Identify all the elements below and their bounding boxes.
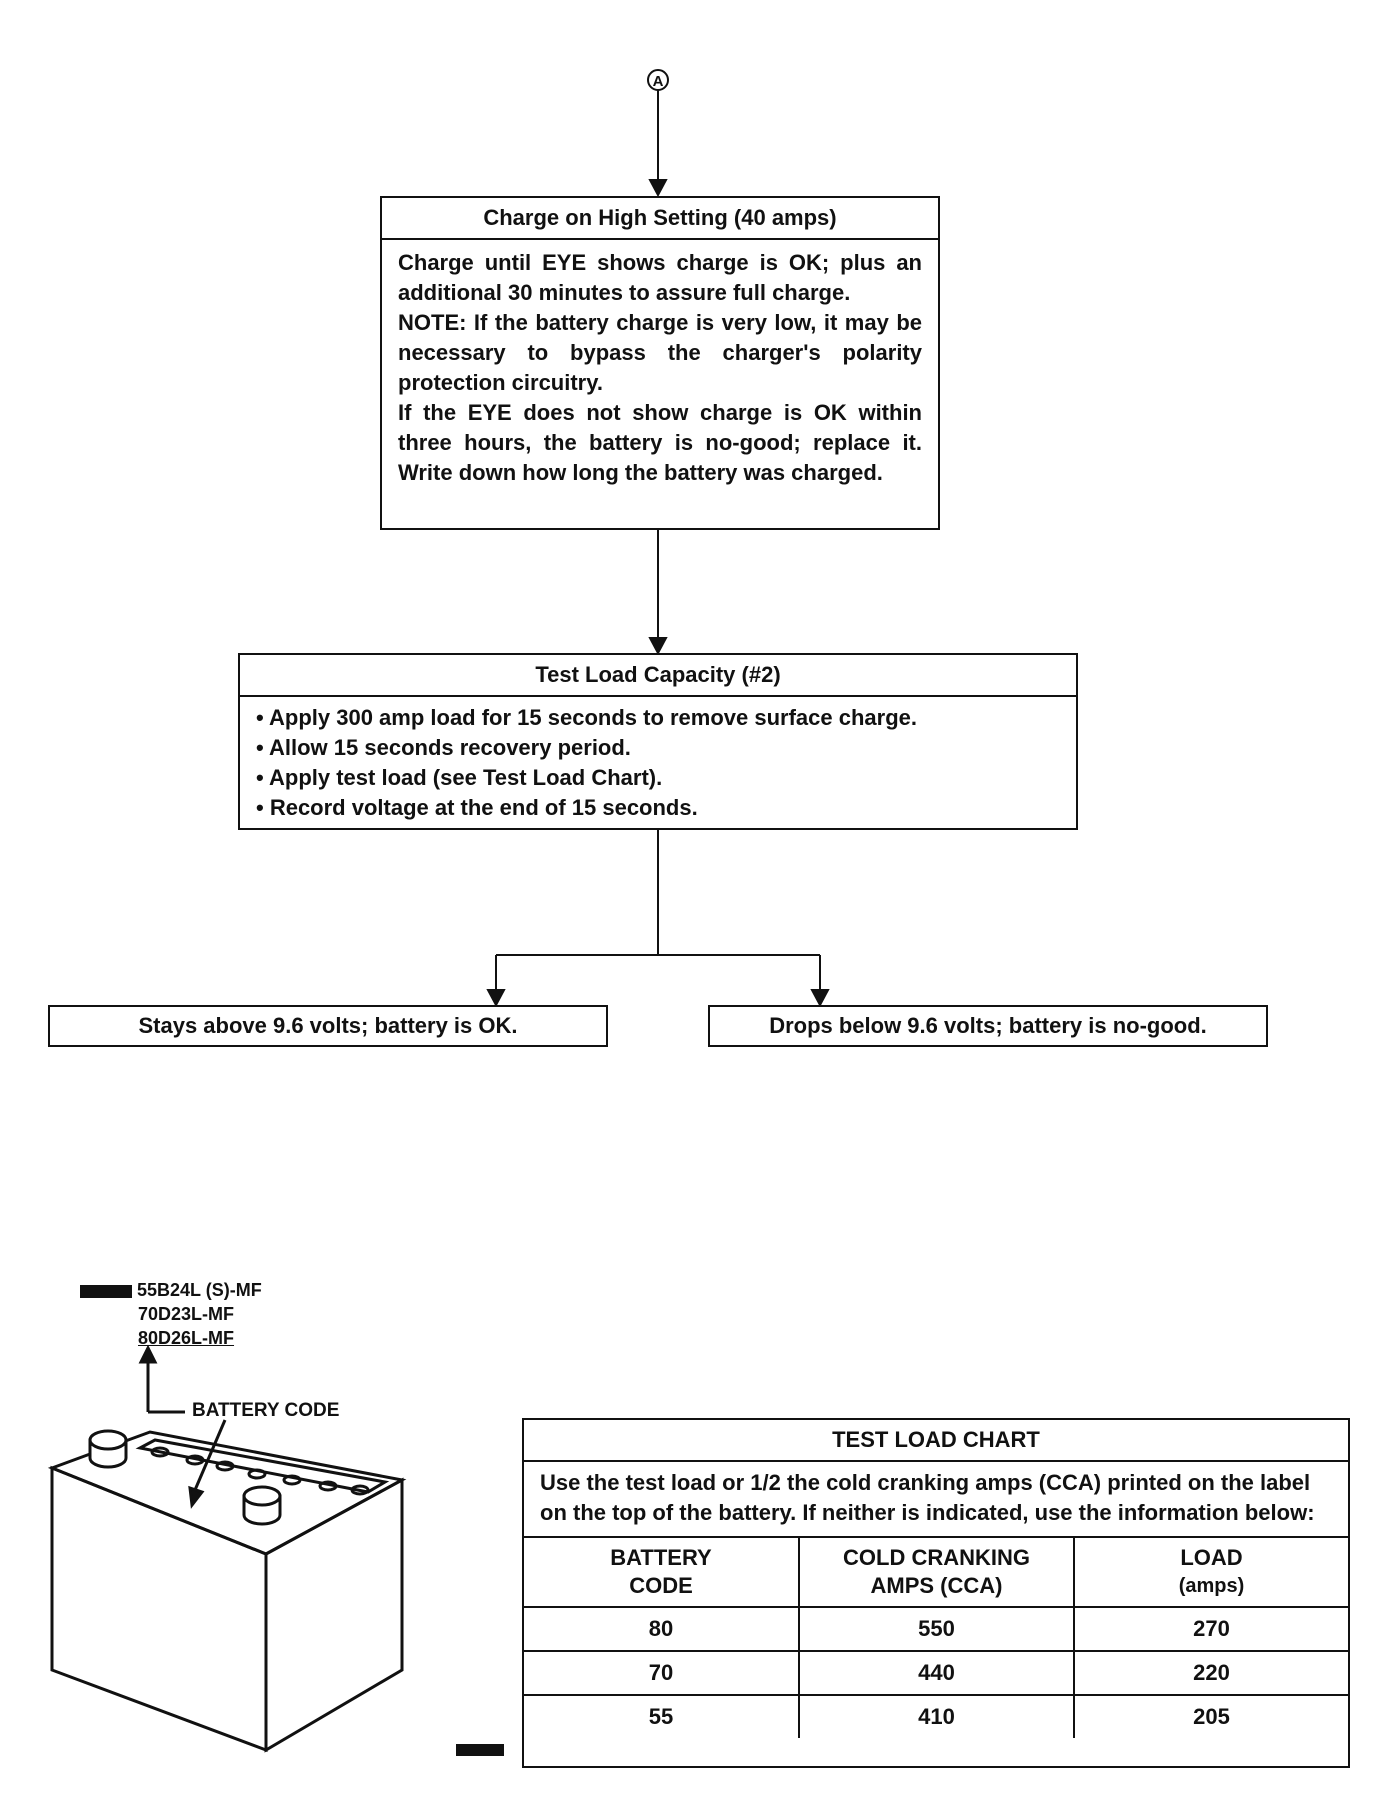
battery-code-item: 70D23L-MF bbox=[138, 1304, 235, 1324]
header-load: LOAD(amps) bbox=[1073, 1537, 1349, 1608]
cell-cca: 410 bbox=[798, 1694, 1075, 1739]
test-step-item: Allow 15 seconds recovery period. bbox=[256, 733, 1076, 763]
charge-note: NOTE: If the battery charge is very low,… bbox=[398, 310, 922, 395]
table-row: 80 550 270 bbox=[523, 1606, 1349, 1652]
test-load-chart: TEST LOAD CHART Use the test load or 1/2… bbox=[522, 1418, 1350, 1768]
charge-step-body: Charge until EYE shows charge is OK; plu… bbox=[382, 240, 938, 494]
battery-code-item: 80D26L-MF bbox=[138, 1328, 235, 1348]
battery-code-list: 55B24L (S)-MF 70D23L-MF 80D26L-MF bbox=[80, 1278, 262, 1350]
charge-failure-note: If the EYE does not show charge is OK wi… bbox=[398, 400, 922, 485]
test-step-item: Apply test load (see Test Load Chart). bbox=[256, 763, 1076, 793]
battery-illustration bbox=[47, 1344, 407, 1753]
chart-note: Use the test load or 1/2 the cold cranki… bbox=[524, 1462, 1348, 1538]
connector-label: A bbox=[653, 73, 664, 90]
cell-load: 205 bbox=[1073, 1694, 1349, 1739]
row-badge-icon bbox=[456, 1744, 504, 1756]
table-row: 70 440 220 bbox=[523, 1650, 1349, 1696]
battery-code-callout-label: BATTERY CODE bbox=[192, 1400, 340, 1421]
test-step-item: Apply 300 amp load for 15 seconds to rem… bbox=[256, 703, 1076, 733]
test-step-item: Record voltage at the end of 15 seconds. bbox=[256, 793, 1076, 823]
chart-title: TEST LOAD CHART bbox=[524, 1420, 1348, 1462]
cell-code: 80 bbox=[523, 1606, 800, 1652]
charge-step-box: Charge on High Setting (40 amps) Charge … bbox=[380, 196, 940, 530]
cell-code: 70 bbox=[523, 1650, 800, 1696]
test-load-step-list: Apply 300 amp load for 15 seconds to rem… bbox=[240, 697, 1076, 823]
test-load-step-title: Test Load Capacity (#2) bbox=[240, 655, 1076, 697]
cell-code: 55 bbox=[523, 1694, 800, 1739]
outcome-bad-box: Drops below 9.6 volts; battery is no-goo… bbox=[708, 1005, 1268, 1047]
battery-code-item: 55B24L (S)-MF bbox=[137, 1280, 262, 1300]
cell-load: 270 bbox=[1073, 1606, 1349, 1652]
outcome-ok-box: Stays above 9.6 volts; battery is OK. bbox=[48, 1005, 608, 1047]
test-load-step-box: Test Load Capacity (#2) Apply 300 amp lo… bbox=[238, 653, 1078, 830]
cell-cca: 440 bbox=[798, 1650, 1075, 1696]
table-row: 55 410 205 bbox=[523, 1694, 1349, 1739]
cell-cca: 550 bbox=[798, 1606, 1075, 1652]
charge-step-title: Charge on High Setting (40 amps) bbox=[382, 198, 938, 240]
cell-load: 220 bbox=[1073, 1650, 1349, 1696]
charge-instruction: Charge until EYE shows charge is OK; plu… bbox=[398, 250, 922, 305]
model-badge-icon bbox=[80, 1284, 132, 1298]
